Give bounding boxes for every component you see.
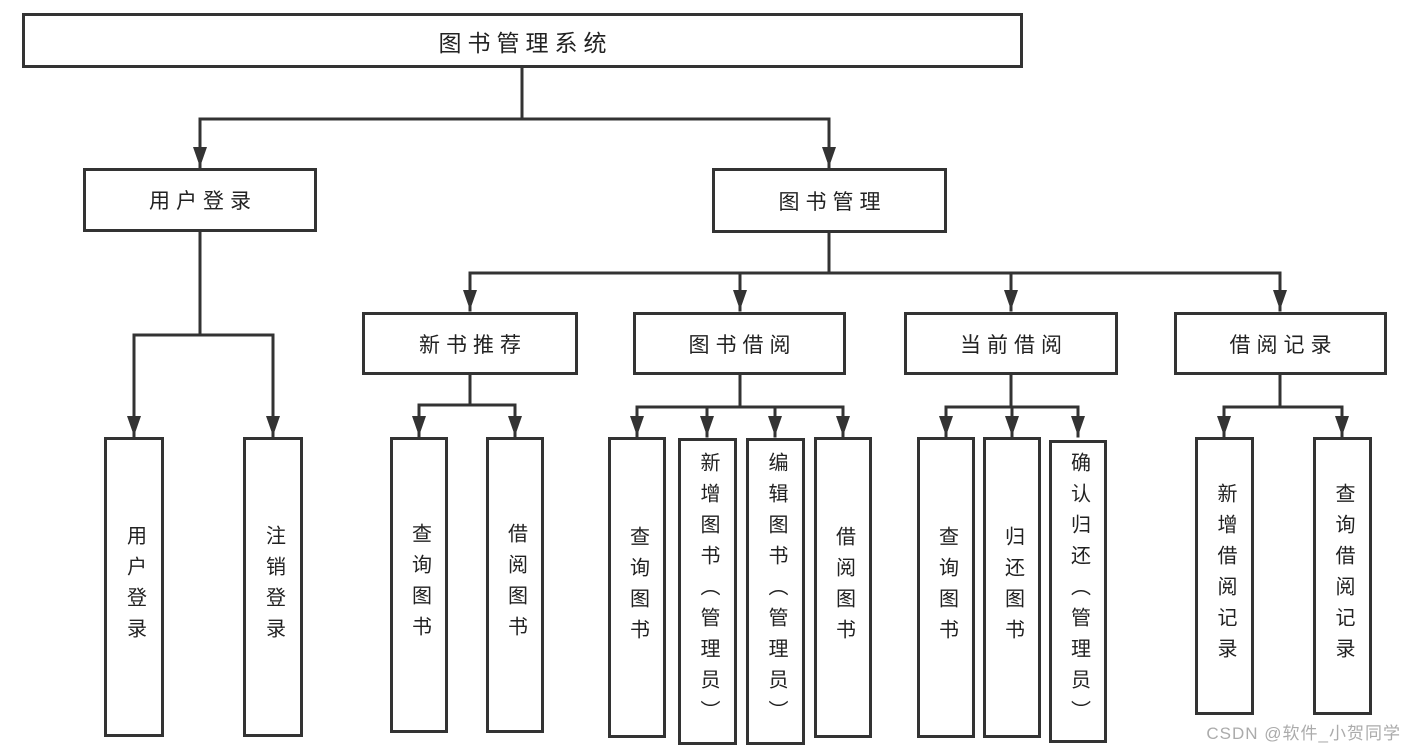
leaf-label: 确认归还（管理员） — [1067, 452, 1090, 731]
leaf-query-borrow-record: 查询借阅记录 — [1313, 437, 1372, 715]
leaf-logout: 注销登录 — [243, 437, 303, 737]
leaf-label: 查询图书 — [408, 523, 431, 647]
leaf-label: 新增图书（管理员） — [697, 452, 719, 731]
leaf-label: 编辑图书（管理员） — [765, 452, 787, 731]
leaf-edit-books-admin: 编辑图书（管理员） — [746, 438, 805, 745]
node-borrowing-records: 借阅记录 — [1174, 312, 1387, 375]
leaf-borrow-books-recommend: 借阅图书 — [486, 437, 544, 733]
leaf-label: 借阅图书 — [832, 525, 855, 650]
leaf-borrow-books-borrowing: 借阅图书 — [814, 437, 872, 738]
leaf-label: 查询图书 — [626, 525, 649, 650]
node-book-borrowing: 图书借阅 — [633, 312, 846, 375]
node-label: 新书推荐 — [419, 333, 527, 357]
leaf-user-login: 用户登录 — [104, 437, 164, 737]
node-label: 图书管理系统 — [438, 29, 613, 56]
node-new-book-recommendation: 新书推荐 — [362, 312, 578, 375]
leaf-label: 借阅图书 — [504, 523, 527, 647]
csdn-watermark: CSDN @软件_小贺同学 — [1206, 724, 1401, 743]
leaf-label: 用户登录 — [123, 525, 146, 649]
node-book-management: 图书管理 — [712, 168, 947, 233]
node-label: 借阅记录 — [1229, 333, 1338, 357]
leaf-add-books-admin: 新增图书（管理员） — [678, 438, 737, 745]
node-user-login: 用户登录 — [83, 168, 317, 232]
leaf-label: 归还图书 — [1001, 525, 1024, 650]
node-label: 图书管理 — [778, 190, 887, 214]
leaf-label: 新增借阅记录 — [1214, 483, 1236, 669]
leaf-label: 查询图书 — [935, 525, 958, 650]
node-current-borrowing: 当前借阅 — [904, 312, 1118, 375]
node-label: 图书借阅 — [688, 333, 797, 357]
leaf-query-books-borrowing: 查询图书 — [608, 437, 666, 738]
leaf-query-books-recommend: 查询图书 — [390, 437, 448, 733]
node-library-management-system: 图书管理系统 — [22, 13, 1023, 68]
leaf-label: 查询借阅记录 — [1332, 483, 1354, 669]
leaf-query-books-current: 查询图书 — [917, 437, 975, 738]
leaf-confirm-return-admin: 确认归还（管理员） — [1049, 440, 1107, 743]
node-label: 当前借阅 — [960, 333, 1068, 357]
node-label: 用户登录 — [149, 190, 257, 213]
leaf-label: 注销登录 — [262, 525, 285, 649]
leaf-return-books: 归还图书 — [983, 437, 1041, 738]
leaf-add-borrow-record: 新增借阅记录 — [1195, 437, 1254, 715]
